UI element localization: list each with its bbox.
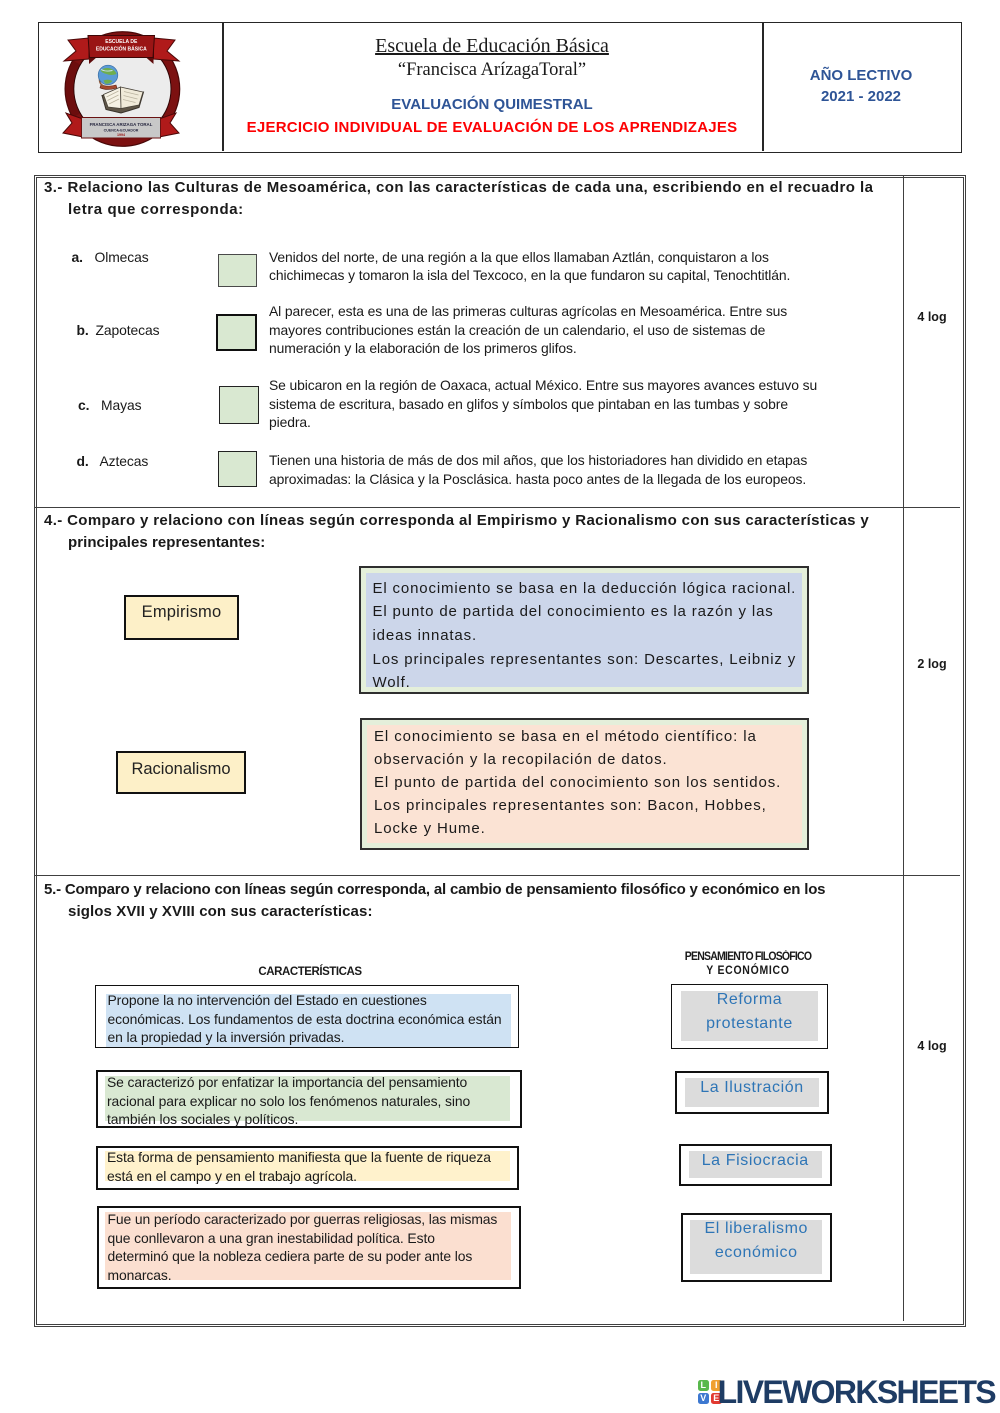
svg-text:ESCUELA DE: ESCUELA DE — [105, 39, 138, 45]
svg-text:1994: 1994 — [117, 133, 125, 137]
svg-text:CUENCA-ECUADOR: CUENCA-ECUADOR — [104, 128, 139, 132]
svg-text:FRANCISCA ARIZAGA TORAL: FRANCISCA ARIZAGA TORAL — [90, 122, 153, 127]
svg-text:EDUCACIÓN BÁSICA: EDUCACIÓN BÁSICA — [96, 45, 147, 53]
